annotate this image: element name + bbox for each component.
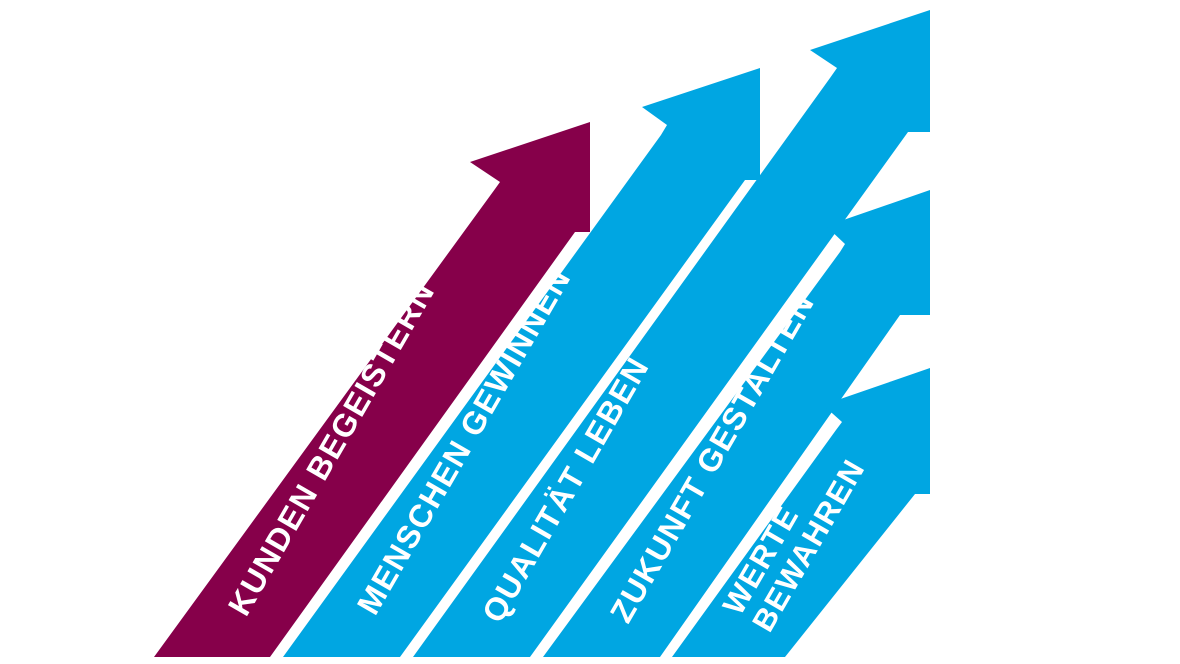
arrow-menschen-shape	[283, 68, 760, 657]
arrow-zukunft-shape	[543, 190, 930, 657]
arrow-werte-shape	[672, 368, 930, 657]
arrow-kunden-shape	[154, 122, 590, 657]
arrow-qualitaet-shape	[413, 10, 930, 657]
